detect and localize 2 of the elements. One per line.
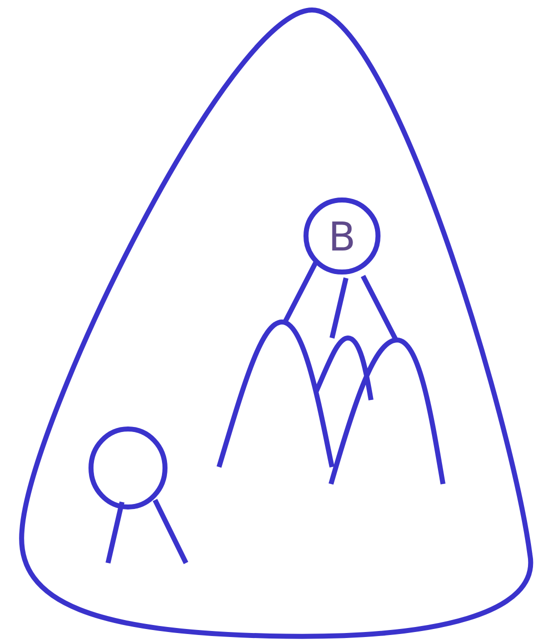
empty-circle — [88, 426, 168, 510]
rounded-outline — [20, 8, 533, 639]
